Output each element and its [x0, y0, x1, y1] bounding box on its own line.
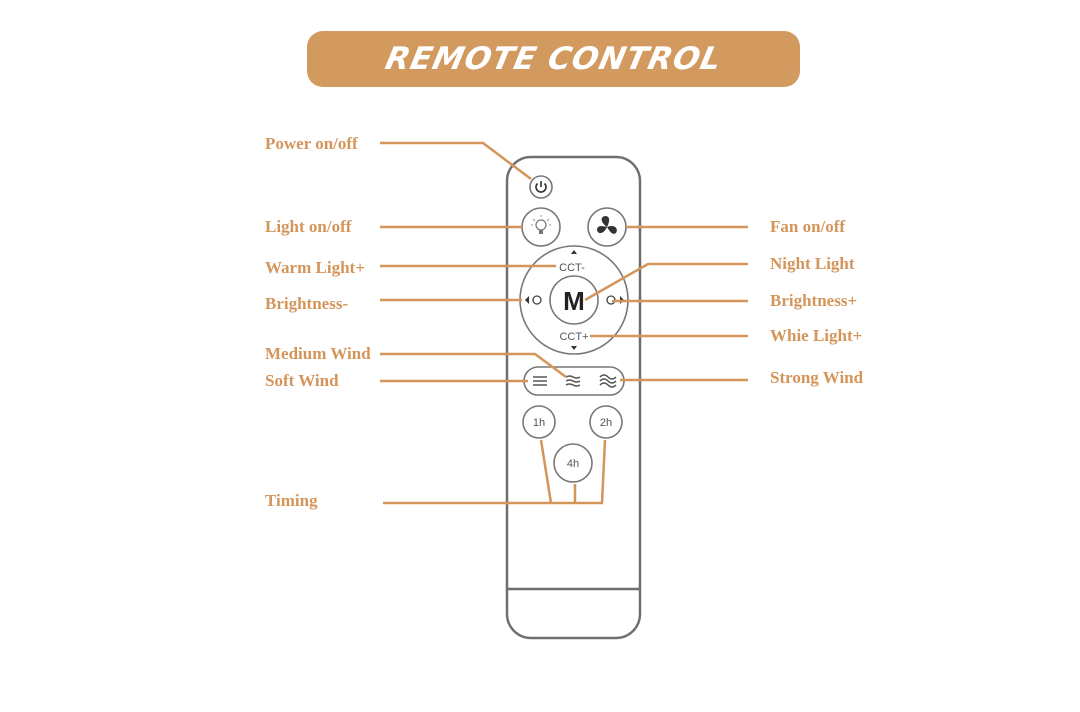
- power-button[interactable]: [529, 175, 553, 199]
- timer-1h-button[interactable]: 1h: [522, 405, 556, 439]
- label-white-light: Whie Light+: [770, 326, 862, 345]
- timer-1h-label: 1h: [533, 417, 545, 429]
- medium-wind-button[interactable]: [565, 375, 581, 387]
- label-fan: Fan on/off: [770, 217, 845, 236]
- soft-wind-button[interactable]: [533, 376, 547, 386]
- cct-minus-button[interactable]: CCT-: [559, 262, 585, 274]
- left-arrow-icon: [525, 296, 529, 304]
- label-warm-light: Warm Light+: [265, 258, 365, 277]
- timer-2h-button[interactable]: 2h: [589, 405, 623, 439]
- medium-wind-icon: [565, 375, 581, 387]
- down-arrow-icon: [571, 346, 577, 350]
- timer-2h-label: 2h: [600, 417, 612, 429]
- label-brightness-minus: Brightness-: [265, 294, 348, 313]
- soft-wind-icon: [533, 376, 547, 386]
- brightness-minus-button[interactable]: [525, 295, 542, 305]
- label-power: Power on/off: [265, 134, 358, 153]
- label-soft-wind: Soft Wind: [265, 371, 339, 390]
- strong-wind-button[interactable]: [599, 374, 617, 388]
- light-button[interactable]: [521, 207, 561, 247]
- brightness-down-icon: [532, 295, 542, 305]
- label-strong-wind: Strong Wind: [770, 368, 864, 387]
- label-light: Light on/off: [265, 217, 352, 236]
- fan-button[interactable]: [587, 207, 627, 247]
- mode-button[interactable]: M: [549, 275, 599, 325]
- title-banner: REMOTE CONTROL: [307, 31, 800, 87]
- label-medium-wind: Medium Wind: [265, 344, 371, 363]
- up-arrow-icon: [571, 250, 577, 254]
- label-night-light: Night Light: [770, 254, 855, 273]
- leader-lines: [380, 141, 748, 505]
- label-brightness-plus: Brightness+: [770, 291, 857, 310]
- timer-4h-label: 4h: [567, 458, 579, 470]
- label-timing: Timing: [265, 491, 318, 510]
- mode-label: M: [563, 286, 585, 316]
- strong-wind-icon: [599, 374, 617, 388]
- power-icon: [535, 181, 547, 193]
- fan-icon: [597, 216, 617, 234]
- control-dial: CCT- CCT+ M: [519, 245, 629, 355]
- cct-plus-button[interactable]: CCT+: [559, 331, 588, 343]
- timer-4h-button[interactable]: 4h: [553, 443, 593, 483]
- bulb-icon: [531, 215, 551, 234]
